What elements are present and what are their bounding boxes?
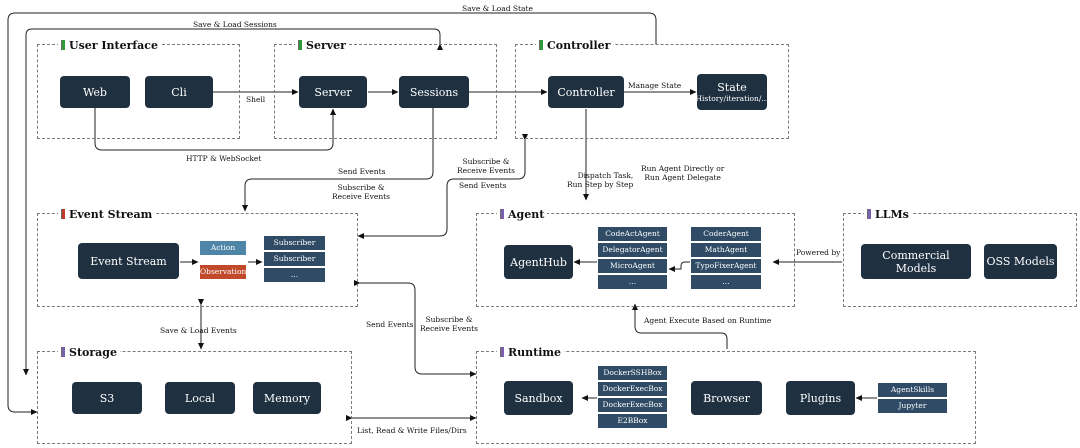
agent-item: DelegatorAgent bbox=[598, 243, 667, 257]
event-stream-mark bbox=[61, 209, 65, 219]
llms-mark bbox=[867, 209, 871, 219]
group-title-event-stream: Event Stream bbox=[69, 208, 153, 221]
sandbox-stack: DockerSSHBox DockerExecBox DockerExecBox… bbox=[598, 366, 667, 428]
group-title-agent: Agent bbox=[508, 208, 545, 221]
group-llms: LLMs bbox=[843, 208, 1077, 307]
label-http-ws: HTTP & WebSocket bbox=[186, 154, 262, 163]
edge-agent-exec bbox=[632, 303, 728, 349]
plugin-item: AgentSkills bbox=[878, 383, 947, 397]
node-commercial-models: Commercial Models bbox=[861, 244, 971, 279]
label-sub-recv-3: Subscribe & Receive Events bbox=[420, 315, 479, 333]
group-title-user-interface: User Interface bbox=[69, 39, 158, 52]
tag-action: Action bbox=[200, 241, 246, 255]
subscriber-item: Subscriber bbox=[264, 252, 325, 266]
edge-save-load-sessions bbox=[23, 28, 443, 376]
edge-eventstream-runtime bbox=[354, 280, 477, 377]
group-title-server: Server bbox=[306, 39, 346, 52]
label-powered-by: Powered by bbox=[796, 248, 841, 257]
agent-item: ... bbox=[691, 275, 761, 289]
node-sandbox: Sandbox bbox=[504, 381, 573, 415]
group-controller: Controller bbox=[515, 39, 789, 139]
label-send-events-2: Send Events bbox=[459, 181, 507, 190]
server-mark bbox=[298, 40, 302, 50]
label-save-load-sessions: Save & Load Sessions bbox=[193, 20, 277, 29]
user-interface-mark bbox=[61, 40, 65, 50]
label-shell: Shell bbox=[246, 95, 266, 104]
label-agent-exec: Agent Execute Based on Runtime bbox=[644, 316, 772, 325]
node-memory: Memory bbox=[253, 382, 321, 414]
agent-stack-right: CoderAgent MathAgent TypoFixerAgent ... bbox=[691, 227, 761, 289]
sandbox-item: E2BBox bbox=[598, 414, 667, 428]
node-state-label: State bbox=[717, 80, 747, 94]
tag-observation: Observation bbox=[200, 265, 246, 279]
agent-item: MathAgent bbox=[691, 243, 761, 257]
label-files: List, Read & Write Files/Dirs bbox=[357, 426, 467, 435]
agent-item: ... bbox=[598, 275, 667, 289]
subscriber-item: ... bbox=[264, 268, 325, 282]
label-send-events-3: Send Events bbox=[366, 320, 414, 329]
label-sub-recv-1: Subscribe & Receive Events bbox=[332, 183, 391, 201]
node-state: State (History/iteration/...) bbox=[693, 74, 771, 110]
node-cli: Cli bbox=[145, 76, 213, 108]
label-sub-recv-2: Subscribe & Receive Events bbox=[457, 157, 516, 175]
node-oss-models: OSS Models bbox=[984, 244, 1057, 279]
agent-item: CodeActAgent bbox=[598, 227, 667, 241]
node-sessions: Sessions bbox=[399, 76, 469, 108]
group-title-runtime: Runtime bbox=[508, 346, 562, 359]
plugin-item: Jupyter bbox=[878, 399, 947, 413]
node-browser: Browser bbox=[691, 381, 762, 415]
runtime-mark bbox=[500, 347, 504, 357]
agent-item: MicroAgent bbox=[598, 259, 667, 273]
node-state-sublabel: (History/iteration/...) bbox=[692, 93, 772, 103]
node-plugins: Plugins bbox=[786, 381, 855, 415]
agent-mark bbox=[500, 209, 504, 219]
label-save-load-events: Save & Load Events bbox=[160, 326, 237, 335]
label-manage-state: Manage State bbox=[628, 81, 682, 90]
edge-agent-stacks bbox=[668, 261, 690, 272]
label-dispatch: Dispatch Task, Run Step by Step bbox=[567, 171, 634, 189]
label-send-events-1: Send Events bbox=[338, 167, 386, 176]
node-local: Local bbox=[165, 382, 235, 414]
sandbox-item: DockerExecBox bbox=[598, 382, 667, 396]
edge-controller-eventstream bbox=[357, 134, 528, 239]
plugin-stack: AgentSkills Jupyter bbox=[878, 383, 947, 413]
node-controller: Controller bbox=[548, 76, 624, 108]
group-title-storage: Storage bbox=[69, 346, 117, 359]
label-run-agent: Run Agent Directly or Run Agent Delegate bbox=[641, 164, 725, 182]
node-s3: S3 bbox=[72, 382, 142, 414]
group-title-llms: LLMs bbox=[875, 208, 909, 221]
group-title-controller: Controller bbox=[547, 39, 611, 52]
node-server: Server bbox=[299, 76, 367, 108]
agent-item: TypoFixerAgent bbox=[691, 259, 761, 273]
node-event-stream: Event Stream bbox=[78, 243, 179, 279]
controller-mark bbox=[539, 40, 543, 50]
group-runtime: Runtime bbox=[476, 346, 976, 444]
subscriber-stack: Subscriber Subscriber ... bbox=[264, 236, 325, 282]
storage-mark bbox=[61, 347, 65, 357]
agent-item: CoderAgent bbox=[691, 227, 761, 241]
label-save-load-state: Save & Load State bbox=[462, 4, 533, 13]
sandbox-item: DockerSSHBox bbox=[598, 366, 667, 380]
edge-save-load-state bbox=[7, 12, 657, 415]
node-agenthub: AgentHub bbox=[504, 245, 573, 279]
agent-stack-left: CodeActAgent DelegatorAgent MicroAgent .… bbox=[598, 227, 667, 289]
node-web: Web bbox=[60, 76, 130, 108]
sandbox-item: DockerExecBox bbox=[598, 398, 667, 412]
subscriber-item: Subscriber bbox=[264, 236, 325, 250]
